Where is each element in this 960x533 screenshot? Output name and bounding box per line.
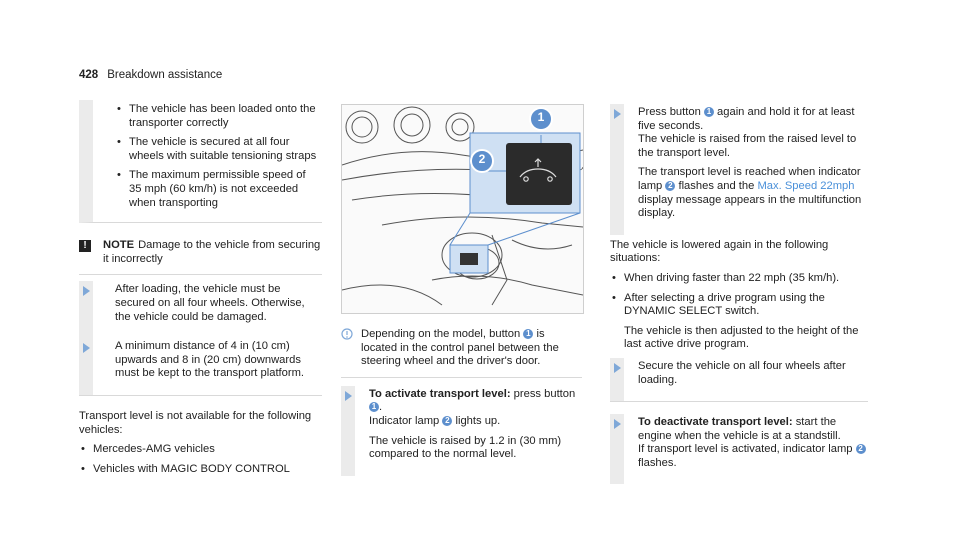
info-icon bbox=[341, 328, 353, 340]
lamp-2-badge: 2 bbox=[855, 444, 866, 455]
tip-text: Depending on the model, button 1 is loca… bbox=[361, 328, 559, 368]
lamp-2-badge: 2 bbox=[665, 180, 676, 191]
deactivate-step: To deactivate transport level: start the… bbox=[610, 414, 868, 485]
list-item: The vehicle is secured at all four wheel… bbox=[115, 136, 318, 163]
note-title: NOTE bbox=[103, 239, 135, 252]
max-speed-message: Max. Speed 22mph bbox=[757, 179, 855, 192]
requirements-list: The vehicle has been loaded onto the tra… bbox=[115, 103, 318, 210]
secure-step: Secure the vehicle on all four wheels af… bbox=[610, 357, 868, 403]
lowered-intro: The vehicle is lowered again in the foll… bbox=[610, 238, 829, 265]
activate-step: To activate transport level: press butto… bbox=[341, 385, 582, 476]
callout-2: 2 bbox=[478, 152, 486, 166]
step-arrow-icon bbox=[614, 419, 621, 430]
button-1-badge: 1 bbox=[703, 107, 714, 117]
page-header: 428 Breakdown assistance bbox=[79, 69, 222, 83]
list-item: When driving faster than 22 mph (35 km/h… bbox=[610, 272, 868, 286]
step-arrow-icon bbox=[83, 343, 90, 354]
step-after-loading: After loading, the vehicle must be secur… bbox=[79, 281, 322, 339]
list-item: Vehicles with MAGIC BODY CONTROL bbox=[79, 463, 322, 477]
step-arrow-icon bbox=[614, 109, 621, 119]
list-item: The maximum permissible speed of 35 mph … bbox=[115, 169, 318, 210]
door-panel-illustration bbox=[342, 106, 583, 306]
step-arrow-icon bbox=[345, 390, 352, 401]
step-arrow-icon bbox=[614, 362, 621, 373]
intro-text: Transport level is not available for the… bbox=[79, 409, 312, 436]
step-text: After loading, the vehicle must be secur… bbox=[115, 283, 305, 323]
list-item: After selecting a drive program using th… bbox=[610, 292, 868, 352]
step-min-distance: A minimum distance of 4 in (10 cm) upwar… bbox=[79, 338, 322, 396]
deactivate-label: To deactivate transport level: bbox=[638, 416, 793, 429]
column-left: The vehicle has been loaded onto the tra… bbox=[79, 100, 322, 482]
requirements-box: The vehicle has been loaded onto the tra… bbox=[79, 100, 322, 224]
list-item: The vehicle has been loaded onto the tra… bbox=[115, 103, 318, 130]
lowered-list: When driving faster than 22 mph (35 km/h… bbox=[610, 272, 868, 352]
button-1-badge: 1 bbox=[523, 329, 534, 339]
activate-label: To activate transport level: bbox=[369, 387, 511, 400]
control-panel-figure: 1 2 bbox=[341, 104, 584, 314]
section-title: Breakdown assistance bbox=[107, 69, 223, 81]
column-right: Press button 1 again and hold it for at … bbox=[610, 104, 868, 485]
step-text: A minimum distance of 4 in (10 cm) upwar… bbox=[115, 340, 305, 380]
callout-1: 1 bbox=[537, 110, 545, 124]
list-item: Mercedes-AMG vehicles bbox=[79, 443, 322, 457]
lamp-2-badge: 2 bbox=[442, 415, 453, 426]
tip-box: Depending on the model, button 1 is loca… bbox=[341, 318, 582, 378]
activate-result: The vehicle is raised by 1.2 in (30 mm) … bbox=[369, 434, 562, 461]
press-step: Press button 1 again and hold it for at … bbox=[610, 104, 868, 235]
vehicles-list: Mercedes-AMG vehicles Vehicles with MAGI… bbox=[79, 443, 322, 476]
lowered-note: The vehicle is then adjusted to the heig… bbox=[624, 324, 859, 351]
button-1-badge: 1 bbox=[369, 402, 379, 413]
page-number: 428 bbox=[79, 69, 99, 81]
column-middle: 1 2 Depending on the model, button 1 is … bbox=[341, 104, 584, 476]
warning-icon: ! bbox=[79, 240, 91, 253]
note-text: Damage to the vehicle from securing it i… bbox=[103, 239, 321, 265]
secure-text: Secure the vehicle on all four wheels af… bbox=[638, 359, 846, 386]
step-arrow-icon bbox=[83, 286, 90, 297]
